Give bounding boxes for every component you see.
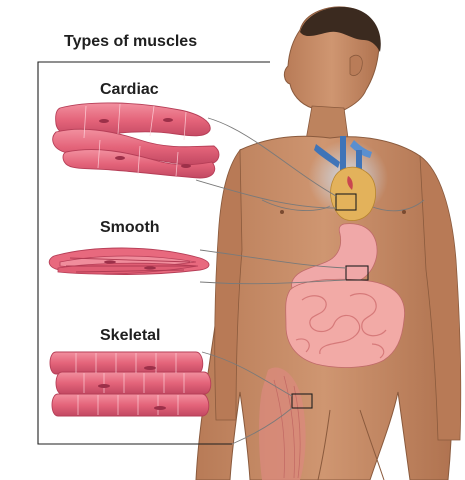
cardiac-muscle-fibers-icon	[52, 102, 220, 179]
smooth-label: Smooth	[100, 219, 160, 236]
types-panel-frame	[37, 61, 270, 445]
skeletal-label: Skeletal	[100, 327, 160, 344]
cardiac-leader-top	[207, 117, 337, 197]
skeletal-leader-top	[201, 351, 293, 397]
smooth-leader-bottom	[199, 279, 347, 285]
smooth-muscle-fibers-icon	[48, 247, 210, 275]
cardiac-label: Cardiac	[100, 81, 159, 98]
thigh-callout-box	[291, 393, 313, 409]
intestine-illustration	[285, 278, 405, 368]
figure-title: Types of muscles	[64, 33, 197, 50]
human-torso-illustration	[195, 6, 462, 480]
cardiac-leader-bottom	[195, 179, 337, 209]
stomach-callout-box	[345, 265, 369, 281]
ear	[349, 54, 363, 76]
heart-callout-box	[335, 193, 357, 211]
skeletal-leader-bottom	[231, 407, 293, 445]
right-arm	[419, 155, 462, 441]
neck	[305, 105, 349, 141]
skeletal-muscle-fibers-icon	[49, 351, 212, 417]
smooth-leader-top	[199, 249, 347, 269]
hair	[300, 7, 381, 52]
left-arm	[214, 148, 243, 421]
